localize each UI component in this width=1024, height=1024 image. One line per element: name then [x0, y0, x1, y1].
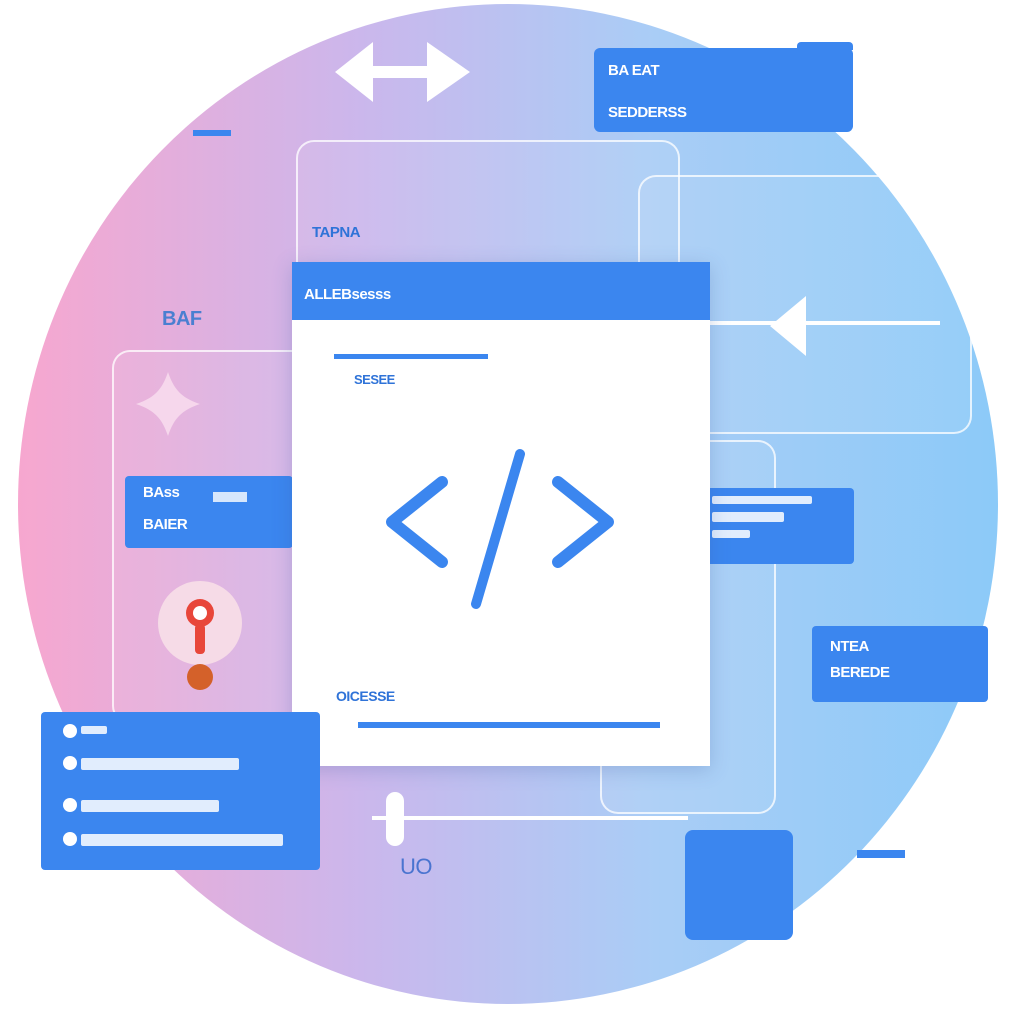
progress-bar: [358, 722, 660, 728]
card-line-2: BAIER: [143, 516, 188, 533]
right-mid-card[interactable]: [700, 488, 854, 564]
card-line-1: BA EAT: [608, 62, 660, 79]
list-bullet: [63, 724, 77, 738]
window-label-bottom: OICESSE: [336, 688, 395, 704]
connector-line: [710, 321, 940, 325]
card-line-1: NTEA: [830, 638, 869, 655]
list-item-bar: [81, 758, 239, 770]
list-item-bar: [81, 726, 107, 734]
top-info-card[interactable]: BA EAT SEDDERSS: [594, 42, 853, 132]
card-line-2: BEREDE: [830, 664, 890, 681]
list-bullet: [63, 798, 77, 812]
list-card[interactable]: [41, 712, 320, 870]
window-label-top: SESEE: [354, 372, 395, 387]
back-panel-label: TAPNA: [312, 224, 361, 241]
double-arrow-icon[interactable]: [335, 42, 470, 102]
code-icon[interactable]: [380, 442, 620, 612]
card-tab: [797, 42, 853, 50]
arrow-left-icon[interactable]: [770, 296, 810, 356]
bottom-label: UO: [400, 854, 433, 879]
list-bullet: [63, 832, 77, 846]
card-line-1: BAss: [143, 484, 180, 501]
list-item-bar: [81, 800, 219, 812]
underline: [334, 354, 488, 359]
card-bar: [213, 492, 247, 502]
slider-handle-icon[interactable]: [386, 792, 404, 846]
plus-star-icon[interactable]: [132, 368, 204, 440]
window-title: ALLEBsesss: [304, 286, 391, 303]
card-bar: [712, 496, 812, 504]
right-lower-card[interactable]: NTEA BEREDE: [812, 626, 988, 702]
card-bar: [712, 530, 750, 538]
list-bullet: [63, 756, 77, 770]
window-header: ALLEBsesss: [292, 262, 710, 320]
card-bar: [712, 512, 784, 522]
divider-dash: [193, 130, 231, 136]
side-label: BAF: [162, 308, 202, 330]
square-tile[interactable]: [685, 830, 793, 940]
list-item-bar: [81, 834, 283, 846]
slider-track: [372, 816, 688, 820]
main-window: ALLEBsesss SESEE OICESSE: [292, 262, 710, 766]
location-pin-icon[interactable]: [157, 580, 243, 692]
card-line-2: SEDDERSS: [608, 104, 687, 121]
left-info-card[interactable]: BAss BAIER: [125, 476, 293, 548]
divider-dash: [857, 850, 905, 858]
